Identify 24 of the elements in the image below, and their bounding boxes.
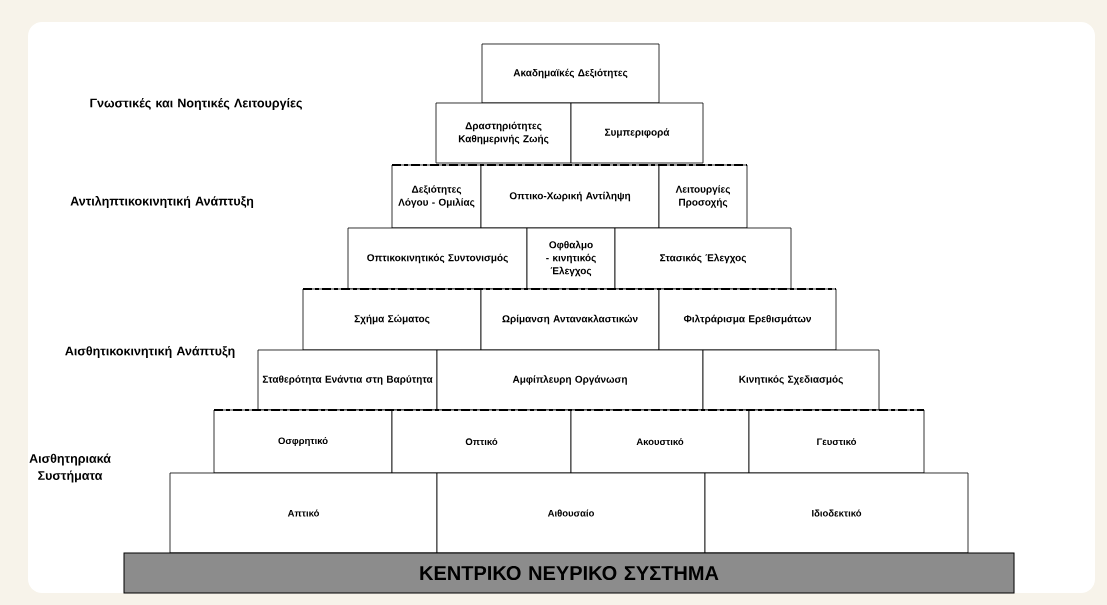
level-box: Απτικό [169,472,438,554]
level-label: Γνωστικές και Νοητικές Λειτουργίες [90,98,302,110]
level-box: Σχήμα Σώματος [302,288,482,351]
level-box: Γευστικό [748,409,925,474]
level-label: Αντιληπτικοκινητική Ανάπτυξη [70,196,254,208]
level-box: Κινητικός Σχεδιασμός [702,349,880,411]
level-box: Φιλτράρισμα Ερεθισμάτων [658,288,837,351]
level-box: Δεξιότητες Λόγου - Ομιλίας [391,164,482,229]
level-box: Δραστηριότητες Καθημερινής Ζωής [435,102,572,164]
level-label: Αισθητικοκινητική Ανάπτυξη [65,346,235,358]
level-box: Ιδιοδεκτικό [704,472,969,554]
level-box: Συμπεριφορά [570,102,704,164]
level-box: Στασικός Έλεγχος [614,227,792,290]
level-box: Λειτουργίες Προσοχής [658,164,748,229]
level-box: Οφθαλμο - κινητικός Έλεγχος [526,227,616,290]
level-label: Αισθητηριακά Συστήματα [29,453,111,483]
level-box: Ακουστικό [570,409,750,474]
level-box: Σταθερότητα Ενάντια στη Βαρύτητα [257,349,438,411]
level-box: Ακαδημαϊκές Δεξιότητες [481,43,660,104]
level-box: Οπτικό [391,409,572,474]
base-bar: ΚΕΝΤΡΙΚΟ ΝΕΥΡΙΚΟ ΣΥΣΤΗΜΑ [123,552,1015,594]
level-box: Οσφρητικό [213,409,393,474]
level-box: Αιθουσαίο [436,472,706,554]
level-box: Αμφίπλευρη Οργάνωση [436,349,704,411]
